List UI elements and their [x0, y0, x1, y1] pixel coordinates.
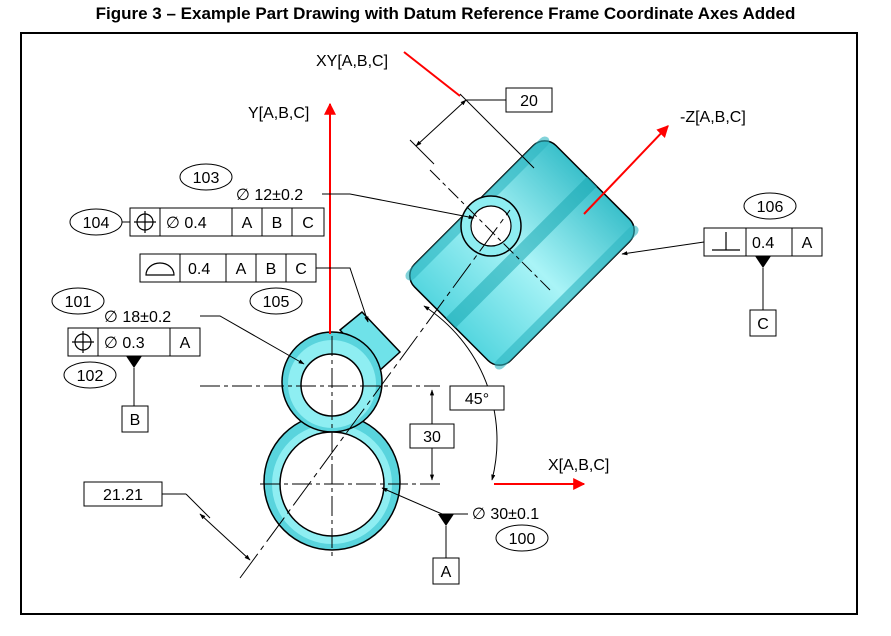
xy-axis-label: XY[A,B,C] — [316, 53, 388, 70]
balloon-105: 105 — [263, 294, 290, 311]
fcf-106-tol: 0.4 — [752, 235, 774, 252]
drawing-frame — [20, 32, 858, 615]
neg-z-axis-arrow — [583, 125, 669, 215]
fcf-104-datum-c: C — [302, 215, 314, 232]
fcf-102-tol: ∅ 0.3 — [104, 335, 145, 352]
balloon-106: 106 — [757, 199, 784, 216]
y-axis-label: Y[A,B,C] — [248, 105, 309, 122]
x-axis-label: X[A,B,C] — [548, 457, 609, 474]
fcf-106-datum-a: A — [802, 235, 813, 252]
fcf-106: 106 0.4 A — [621, 192, 823, 257]
profile-surface-icon — [145, 262, 175, 276]
hole-12-callout: ∅ 12±0.2 — [236, 187, 303, 204]
dim-2121-value: 21.21 — [103, 487, 143, 504]
balloon-104: 104 — [83, 215, 110, 232]
datum-b: B — [121, 356, 149, 433]
datum-a: A — [432, 514, 460, 585]
fcf-105-datum-c: C — [295, 261, 307, 278]
position-icon — [72, 331, 94, 353]
hole-12 — [470, 205, 512, 247]
datum-c-label: C — [757, 316, 769, 333]
dim-2121 — [162, 493, 251, 561]
cylinder-block — [405, 136, 639, 370]
datum-a-label: A — [441, 564, 452, 581]
hole-30-callout: ∅ 30±0.1 — [472, 506, 539, 523]
perpendicularity-icon — [712, 232, 740, 251]
dim-45-arc — [423, 305, 498, 481]
position-icon — [134, 211, 156, 233]
fcf-102-datum-a: A — [180, 335, 191, 352]
balloon-103: 103 — [193, 170, 220, 187]
fcf-105-datum-b: B — [266, 261, 277, 278]
datum-c: C — [749, 256, 777, 337]
fcf-102: ∅ 0.3 A 102 — [63, 327, 201, 389]
balloon-100: 100 — [509, 531, 536, 548]
fcf-105: 0.4 A B C 105 — [139, 253, 369, 323]
fcf-104-tol: ∅ 0.4 — [166, 215, 207, 232]
xy-axis-line — [403, 51, 461, 97]
hole-18-callout: ∅ 18±0.2 — [104, 309, 171, 326]
balloon-102: 102 — [77, 368, 104, 385]
dim-30-value: 30 — [423, 429, 441, 446]
fcf-104: 104 ∅ 0.4 A B C — [69, 207, 325, 237]
fcf-105-datum-a: A — [236, 261, 247, 278]
dim-20-value: 20 — [520, 93, 538, 110]
datum-b-label: B — [130, 412, 141, 429]
fcf-105-tol: 0.4 — [188, 261, 210, 278]
neg-z-axis-label: -Z[A,B,C] — [680, 109, 746, 126]
datum-axes — [324, 51, 669, 490]
dim-45-value: 45° — [465, 391, 489, 408]
figure-title: Figure 3 – Example Part Drawing with Dat… — [95, 4, 796, 23]
center-lines — [200, 169, 551, 579]
balloon-101: 101 — [65, 294, 92, 311]
dim-20 — [409, 93, 535, 169]
fcf-104-datum-b: B — [272, 215, 283, 232]
fcf-104-datum-a: A — [242, 215, 253, 232]
